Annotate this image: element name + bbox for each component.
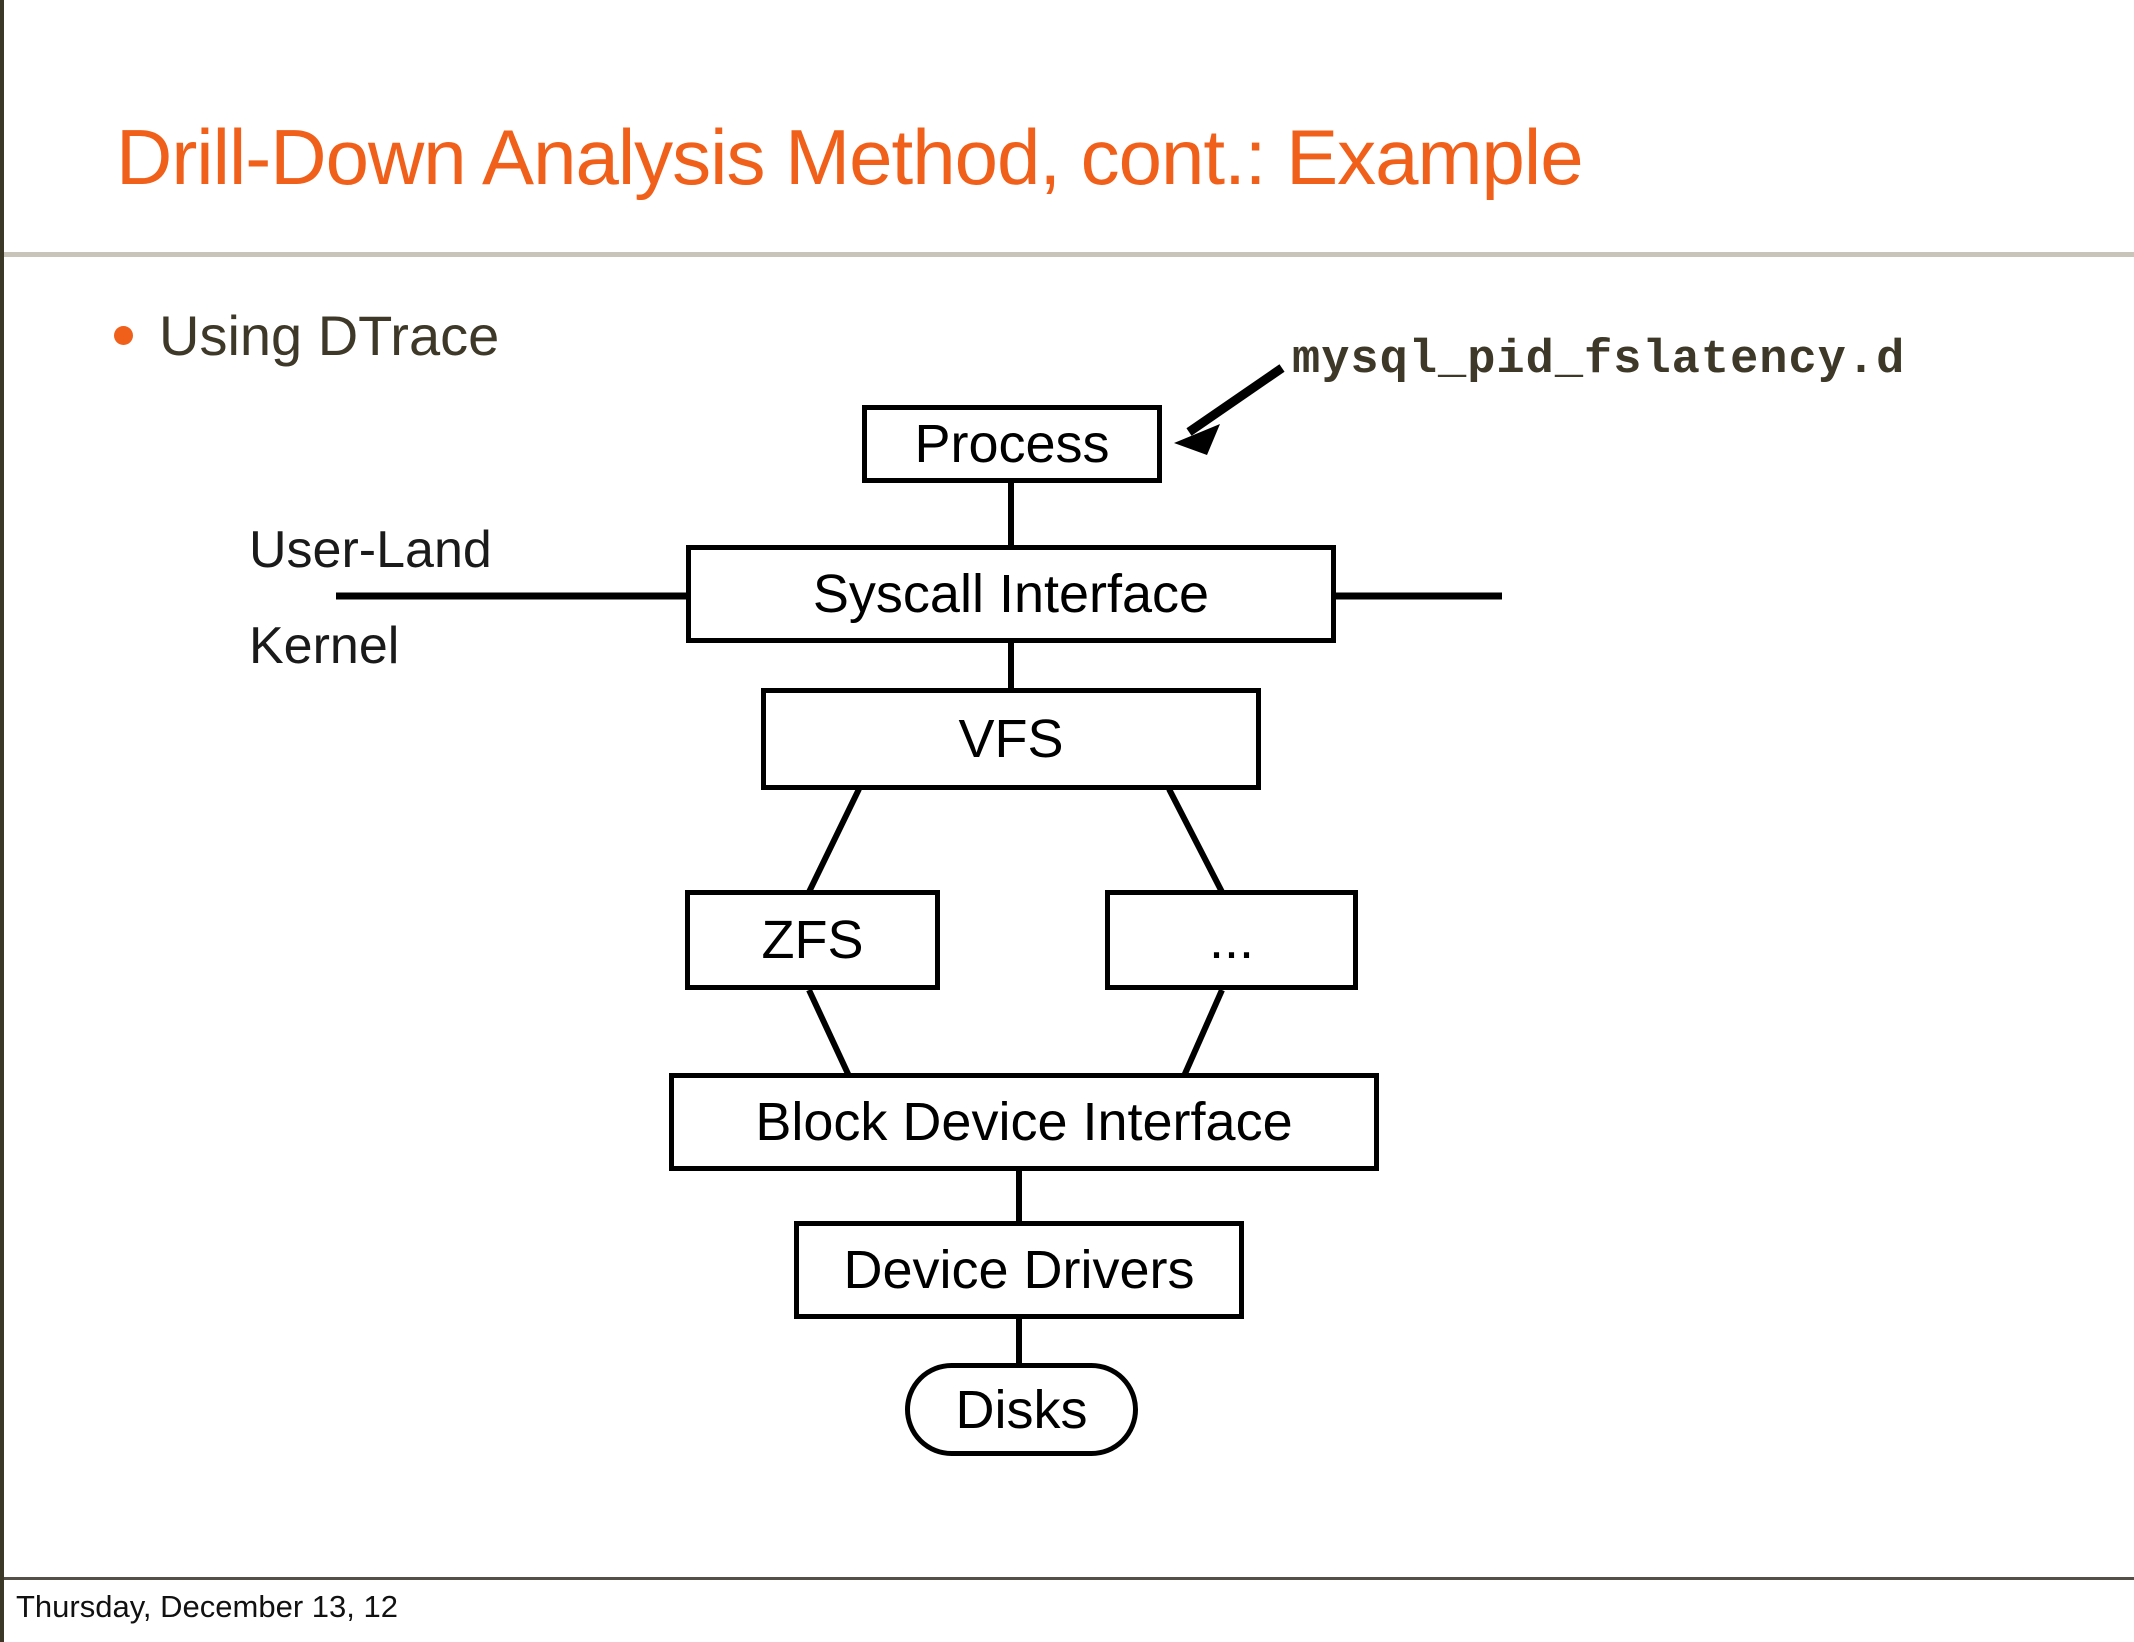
node-block-device-interface-label: Block Device Interface: [755, 1092, 1293, 1152]
footer-divider: [4, 1577, 2134, 1580]
node-other-filesystems[interactable]: ...: [1105, 890, 1358, 990]
node-process-label: Process: [914, 414, 1110, 474]
diagram-connectors: [336, 364, 1502, 1366]
annotation-arrow-icon: [1174, 364, 1285, 455]
node-vfs[interactable]: VFS: [761, 688, 1261, 790]
split-label-user-land: User-Land: [249, 521, 492, 579]
edge-other-bdi: [1181, 988, 1225, 1078]
bullet-item-using-dtrace: Using DTrace: [114, 305, 499, 367]
node-zfs[interactable]: ZFS: [685, 890, 940, 990]
edge-vfs-zfs: [806, 787, 862, 894]
footer-date: Thursday, December 13, 12: [16, 1589, 398, 1624]
node-syscall-interface[interactable]: Syscall Interface: [686, 545, 1336, 643]
node-block-device-interface[interactable]: Block Device Interface: [669, 1073, 1379, 1171]
title-divider: [4, 252, 2134, 257]
page-title: Drill-Down Analysis Method, cont.: Examp…: [116, 113, 1584, 201]
edge-vfs-other: [1166, 787, 1225, 894]
node-process[interactable]: Process: [862, 405, 1162, 483]
node-device-drivers[interactable]: Device Drivers: [794, 1221, 1244, 1319]
script-annotation-label: mysql_pid_fslatency.d: [1292, 334, 1906, 387]
node-disks-label: Disks: [955, 1379, 1088, 1440]
node-disks[interactable]: Disks: [905, 1363, 1138, 1456]
bullet-label: Using DTrace: [159, 304, 500, 367]
edge-zfs-bdi: [806, 988, 852, 1078]
node-device-drivers-label: Device Drivers: [843, 1240, 1195, 1300]
node-syscall-interface-label: Syscall Interface: [812, 564, 1210, 624]
node-other-filesystems-label: ...: [1208, 910, 1254, 970]
node-zfs-label: ZFS: [761, 910, 864, 970]
split-label-kernel: Kernel: [249, 617, 400, 675]
node-vfs-label: VFS: [958, 709, 1064, 769]
bullet-dot-icon: [114, 326, 133, 346]
